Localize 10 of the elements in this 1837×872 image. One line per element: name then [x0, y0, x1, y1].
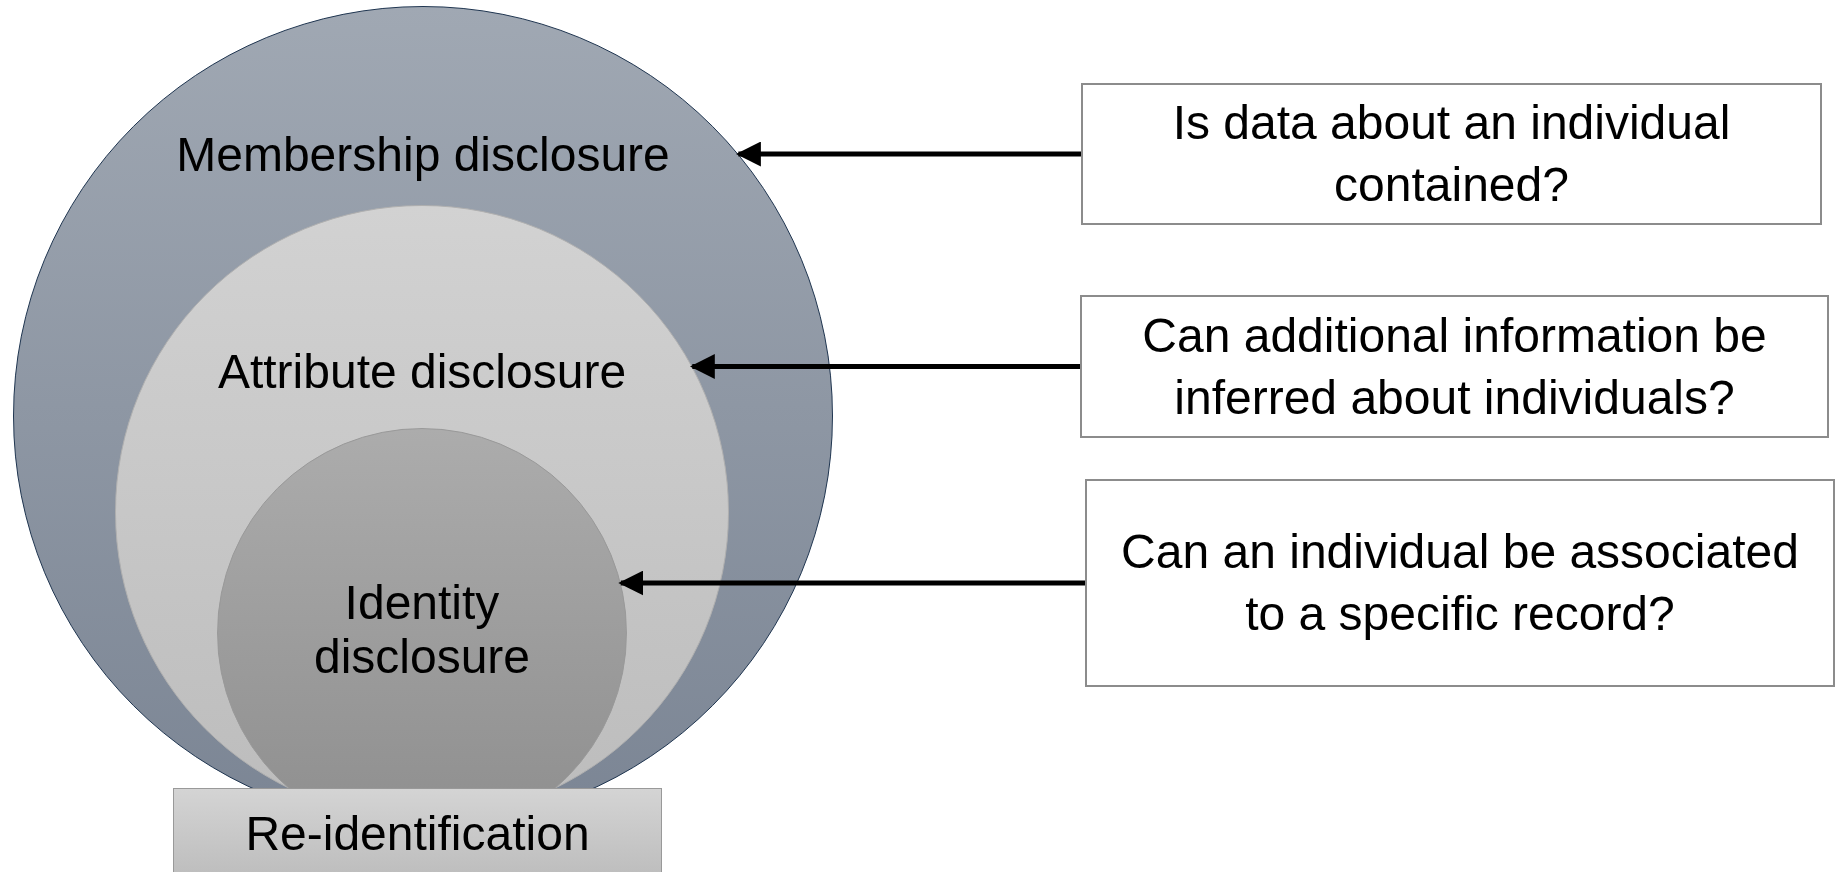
arrow: [735, 141, 1081, 167]
circle-label: Attribute disclosure: [217, 345, 627, 399]
circle-label: Membership disclosure: [176, 128, 670, 182]
label-box: Re-identification: [173, 788, 662, 872]
arrow: [618, 570, 1085, 596]
circle-label: Identity disclosure: [312, 576, 532, 684]
question-box: Is data about an individual contained?: [1081, 83, 1822, 225]
question-box: Can additional information be inferred about individuals?: [1080, 295, 1829, 438]
question-box: Can an individual be associated to a specific record?: [1085, 479, 1835, 687]
arrow: [689, 354, 1080, 379]
